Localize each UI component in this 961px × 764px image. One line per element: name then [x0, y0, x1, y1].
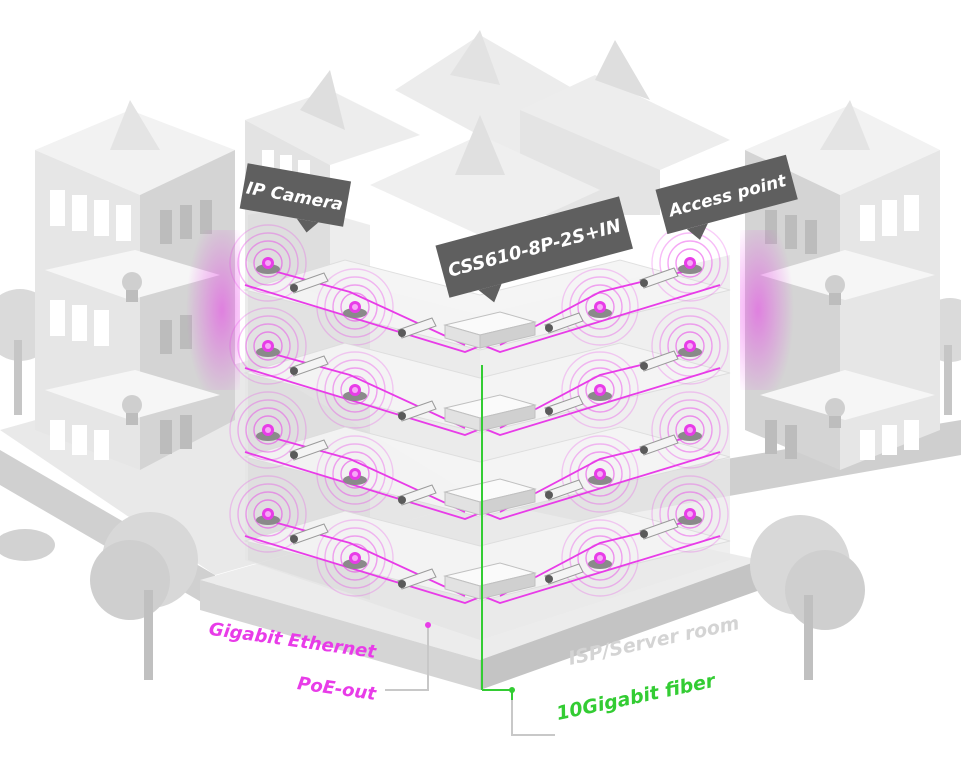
access-point-icon [678, 340, 702, 357]
wifi-signal-icon [651, 307, 729, 385]
access-point-icon [256, 508, 280, 525]
ip-camera-icon [639, 434, 679, 456]
wifi-signal-icon [316, 268, 394, 346]
access-point-icon [256, 340, 280, 357]
ip-camera-callout: IP Camera [239, 163, 352, 233]
ip-camera-icon [544, 312, 584, 334]
access-point-icon [588, 468, 612, 485]
access-point-icon [678, 424, 702, 441]
tree-icon [90, 512, 198, 680]
plant-icon [122, 395, 142, 425]
wifi-signal-icon [561, 519, 639, 597]
access-point-icon [678, 508, 702, 525]
ip-camera-icon [289, 355, 329, 377]
ip-camera-icon [397, 484, 437, 506]
switch-icon [443, 311, 537, 349]
right-building [740, 100, 940, 470]
wifi-signal-icon [316, 519, 394, 597]
access-point-icon [343, 384, 367, 401]
access-point-icon [588, 552, 612, 569]
access-point-icon [678, 257, 702, 274]
wifi-signal-icon [651, 224, 729, 302]
ip-camera-icon [544, 479, 584, 501]
access-point-icon [343, 301, 367, 318]
ip-camera-icon [397, 400, 437, 422]
wifi-signal-icon [561, 351, 639, 429]
wifi-signal-icon [561, 435, 639, 513]
switch-icon [443, 478, 537, 516]
ip-camera-icon [639, 267, 679, 289]
access-point-icon [256, 257, 280, 274]
ip-camera-icon [544, 563, 584, 585]
wifi-signal-icon [229, 224, 307, 302]
ip-camera-icon [289, 272, 329, 294]
wifi-signal-icon [229, 391, 307, 469]
wifi-signal-icon [316, 351, 394, 429]
plant-icon [122, 272, 142, 302]
ip-camera-icon [397, 317, 437, 339]
access-point-icon [343, 552, 367, 569]
fiber-label: 10Gigabit fiber [554, 669, 718, 724]
floor-4 [229, 224, 731, 353]
tree-icon [750, 515, 865, 680]
ip-camera-icon [544, 395, 584, 417]
rock [0, 529, 55, 561]
floor-3 [229, 307, 731, 436]
floor-2 [229, 391, 731, 520]
poe-out-label: PoE-out [296, 673, 379, 705]
access-point-icon [588, 384, 612, 401]
wifi-signal-icon [651, 475, 729, 553]
floor-1 [229, 475, 731, 604]
wifi-signal-icon [229, 307, 307, 385]
plant-icon [825, 275, 845, 305]
ip-camera-icon [639, 350, 679, 372]
switch-icon [443, 394, 537, 432]
wifi-signal-icon [561, 268, 639, 346]
wifi-signal-icon [229, 475, 307, 553]
access-point-icon [343, 468, 367, 485]
floors [229, 224, 731, 604]
ethernet-leader [385, 622, 555, 736]
ip-camera-icon [397, 568, 437, 590]
ip-camera-icon [639, 518, 679, 540]
ip-camera-icon [289, 523, 329, 545]
plant-icon [825, 398, 845, 428]
ip-camera-icon [289, 439, 329, 461]
left-building [35, 100, 240, 470]
access-point-icon [588, 301, 612, 318]
wifi-signal-icon [651, 391, 729, 469]
wifi-signal-icon [316, 435, 394, 513]
access-point-icon [256, 424, 280, 441]
